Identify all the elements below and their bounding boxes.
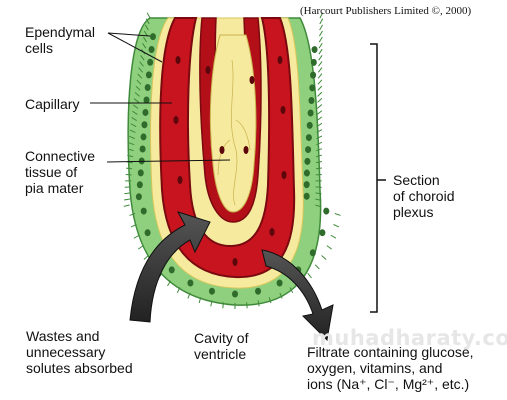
filtrate-arrow xyxy=(261,249,334,342)
label-line: Section xyxy=(393,172,440,188)
label-line: of choroid xyxy=(393,188,455,204)
connective-tissue-core xyxy=(209,34,257,213)
nucleus xyxy=(309,249,316,257)
red-blood-cell xyxy=(177,176,183,184)
red-blood-cell xyxy=(269,228,275,236)
nucleus xyxy=(142,108,149,116)
nucleus xyxy=(141,121,148,129)
nucleus xyxy=(232,290,238,298)
label-line: pia mater xyxy=(25,180,84,196)
label-connective-tissue: Connective tissue of pia mater xyxy=(25,148,95,196)
nucleus xyxy=(276,279,283,287)
watermark: muhadharaty.com xyxy=(312,326,507,350)
red-blood-cell xyxy=(219,146,225,154)
nucleus xyxy=(307,109,314,117)
label-line: Cavity of xyxy=(194,330,249,346)
nucleus xyxy=(305,134,312,142)
label-capillary: Capillary xyxy=(25,96,80,112)
nucleus xyxy=(140,207,147,215)
nucleus xyxy=(310,58,317,66)
label-ependymal-cells: Ependymal cells xyxy=(25,24,95,56)
nucleus xyxy=(305,146,312,154)
nucleus xyxy=(144,84,151,92)
label-line: ventricle xyxy=(194,346,247,362)
red-blood-cell xyxy=(281,171,287,179)
nucleus xyxy=(140,133,147,141)
nucleus xyxy=(303,192,310,200)
nucleus xyxy=(303,169,310,177)
nucleus xyxy=(319,229,326,237)
nucleus xyxy=(309,84,316,92)
label-line: solutes absorbed xyxy=(26,360,133,376)
label-line: cells xyxy=(25,40,54,56)
label-filtrate: Filtrate containing glucose, oxygen, vit… xyxy=(307,344,474,392)
nucleus xyxy=(323,207,330,215)
section-bracket xyxy=(370,43,386,313)
label-cavity-of-ventricle: Cavity of ventricle xyxy=(194,330,248,362)
nucleus xyxy=(136,181,143,189)
nucleus xyxy=(187,279,194,287)
nucleus xyxy=(139,145,146,153)
nucleus xyxy=(311,46,318,54)
red-blood-cell xyxy=(173,116,179,124)
red-blood-cell xyxy=(277,56,283,64)
red-blood-cell xyxy=(205,66,211,74)
absorption-arrow xyxy=(129,211,211,323)
nucleus xyxy=(208,287,215,295)
label-section-choroid-plexus: Section of choroid plexus xyxy=(393,172,454,220)
label-line: Filtrate containing glucose, xyxy=(307,344,474,360)
label-line: oxygen, vitamins, and xyxy=(307,360,443,376)
nucleus xyxy=(137,169,144,177)
red-blood-cell xyxy=(249,76,255,84)
label-line: tissue of xyxy=(25,164,78,180)
ependymal-nuclei xyxy=(135,33,330,298)
label-line: plexus xyxy=(393,204,434,220)
connective-fibers xyxy=(217,59,251,206)
leader-lines xyxy=(90,32,231,163)
nucleus xyxy=(168,266,175,274)
red-blood-cell xyxy=(232,258,238,266)
red-blood-cell xyxy=(243,146,249,154)
label-line: ions (Na⁺, Cl⁻, Mg²⁺, etc.) xyxy=(307,376,470,392)
publisher-credit: (Harcourt Publishers Limited ©, 2000) xyxy=(300,5,472,17)
red-blood-cell xyxy=(175,56,181,64)
nucleus xyxy=(135,193,142,201)
nucleus xyxy=(148,45,155,53)
capillary-vessel xyxy=(159,17,296,279)
label-wastes-absorbed: Wastes and unnecessary solutes absorbed xyxy=(26,328,133,376)
nucleus xyxy=(255,287,262,295)
label-line: unnecessary xyxy=(26,344,106,360)
nucleus xyxy=(143,96,150,104)
nucleus xyxy=(306,121,313,129)
red-blood-cell xyxy=(280,106,286,114)
label-line: Wastes and xyxy=(26,328,100,344)
nucleus xyxy=(144,229,151,237)
label-line: Connective xyxy=(25,148,96,164)
nucleus xyxy=(147,58,154,66)
nucleus xyxy=(303,181,310,189)
microvilli-fringe xyxy=(123,12,341,309)
nucleus xyxy=(304,157,311,165)
nucleus xyxy=(149,33,156,41)
nucleus xyxy=(145,71,152,79)
label-line: Ependymal xyxy=(25,24,96,40)
nucleus xyxy=(310,71,317,79)
nucleus xyxy=(308,96,315,104)
